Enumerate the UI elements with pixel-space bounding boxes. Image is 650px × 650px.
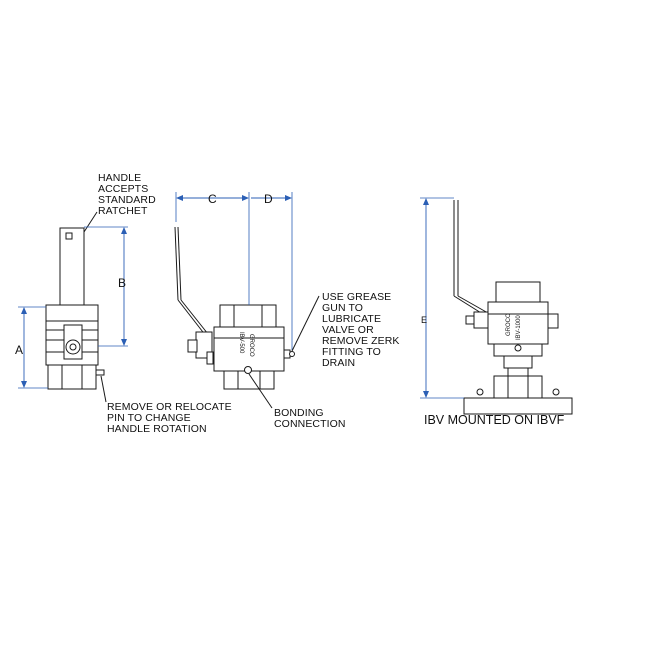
mounted-caption: IBV MOUNTED ON IBVF — [424, 413, 565, 427]
dimension-c: C — [175, 192, 250, 305]
side-model-marking: IBV-500 — [238, 332, 244, 354]
dimension-label-b: B — [118, 276, 126, 290]
svg-text:HANDLE: HANDLE — [98, 172, 141, 184]
dimension-label-e: E — [421, 315, 427, 325]
bonding-note: BONDING CONNECTION — [274, 407, 346, 430]
svg-text:FITTING TO: FITTING TO — [322, 346, 381, 358]
side-brand-marking: GROCO — [248, 334, 254, 357]
mounted-valve — [453, 200, 573, 415]
mounted-model-marking: IBV-1000 — [516, 315, 522, 340]
svg-text:USE GREASE: USE GREASE — [322, 291, 391, 303]
dimension-e: E — [420, 197, 464, 399]
svg-text:GUN TO: GUN TO — [322, 302, 363, 314]
svg-text:BONDING: BONDING — [274, 407, 324, 419]
dimension-label-d: D — [264, 192, 273, 206]
svg-text:DRAIN: DRAIN — [322, 357, 355, 369]
bonding-leader — [248, 373, 273, 409]
svg-text:CONNECTION: CONNECTION — [274, 418, 346, 430]
side-view-valve — [174, 226, 295, 390]
svg-text:HANDLE ROTATION: HANDLE ROTATION — [107, 423, 207, 435]
front-view-valve — [45, 227, 105, 390]
svg-text:RATCHET: RATCHET — [98, 205, 148, 217]
dimension-d: D — [251, 192, 293, 350]
dimension-label-a: A — [15, 343, 23, 357]
dimension-label-c: C — [208, 192, 217, 206]
grease-note: USE GREASE GUN TO LUBRICATE VALVE OR REM… — [322, 291, 400, 369]
svg-text:VALVE OR: VALVE OR — [322, 324, 374, 336]
pin-note: REMOVE OR RELOCATE PIN TO CHANGE HANDLE … — [107, 401, 232, 435]
svg-text:ACCEPTS: ACCEPTS — [98, 183, 148, 195]
svg-text:STANDARD: STANDARD — [98, 194, 156, 206]
dimension-a: A — [15, 306, 48, 389]
grease-leader — [291, 295, 320, 352]
handle-leader — [83, 211, 98, 233]
svg-text:REMOVE ZERK: REMOVE ZERK — [322, 335, 400, 347]
dimension-b: B — [84, 226, 128, 347]
pin-leader — [100, 375, 107, 403]
svg-text:LUBRICATE: LUBRICATE — [322, 313, 381, 325]
handle-note: HANDLE ACCEPTS STANDARD RATCHET — [98, 172, 156, 217]
svg-text:PIN TO CHANGE: PIN TO CHANGE — [107, 412, 191, 424]
mounted-brand-marking: GROCO — [506, 313, 512, 336]
svg-text:REMOVE OR RELOCATE: REMOVE OR RELOCATE — [107, 401, 232, 413]
